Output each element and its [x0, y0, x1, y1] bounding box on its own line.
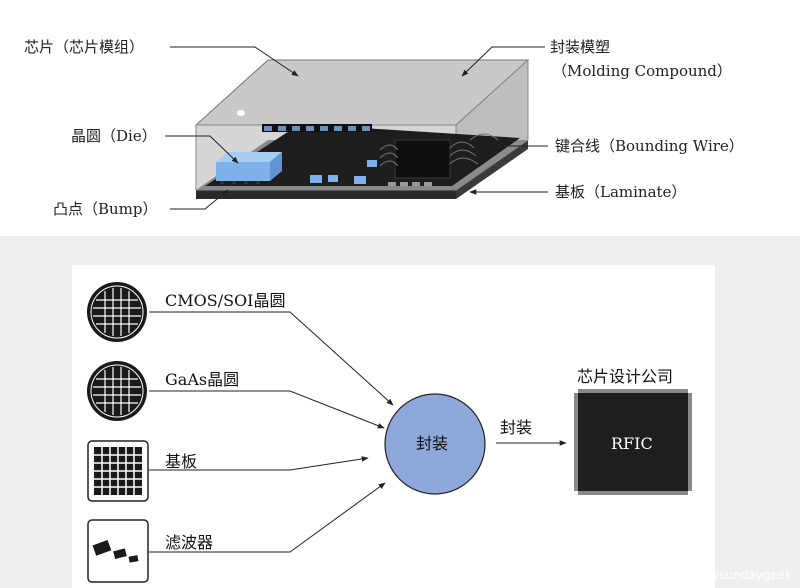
molding-compound-en-label: （Molding Compound）: [552, 62, 732, 80]
input-label-filter: 滤波器: [165, 533, 214, 552]
input-label-gaas: GaAs晶圆: [165, 370, 240, 389]
packaging-node: [384, 393, 486, 495]
input-label-cmos: CMOS/SOI晶圆: [165, 291, 286, 310]
die-block: [216, 152, 282, 184]
laminate-label: 基板（Laminate）: [555, 183, 687, 201]
rfic-label: RFIC: [611, 434, 653, 453]
substrate-grid-icon: [87, 440, 149, 502]
molding-compound-label: 封装模塑: [550, 38, 611, 56]
wafer-icon: [87, 361, 147, 421]
package-leader-lines: [165, 46, 548, 210]
chip-module-label: 芯片（芯片模组）: [24, 38, 145, 56]
packaging-node-label: 封装: [416, 434, 449, 453]
flow-lines: [149, 311, 567, 553]
die-label: 晶圆（Die）: [71, 127, 157, 145]
wafer-icon: [87, 282, 147, 342]
rfic-chip: [574, 389, 692, 495]
bump-label: 凸点（Bump）: [53, 200, 158, 218]
watermark: CSDN @sundaygeek: [669, 568, 792, 582]
input-label-substrate: 基板: [165, 452, 198, 471]
bonding-wire-label: 键合线（Bounding Wire）: [555, 137, 744, 155]
filter-components-icon: [87, 519, 149, 583]
packaging-arrow-label: 封装: [500, 418, 533, 437]
chip-design-company-label: 芯片设计公司: [577, 367, 674, 386]
internal-components: [205, 124, 520, 186]
